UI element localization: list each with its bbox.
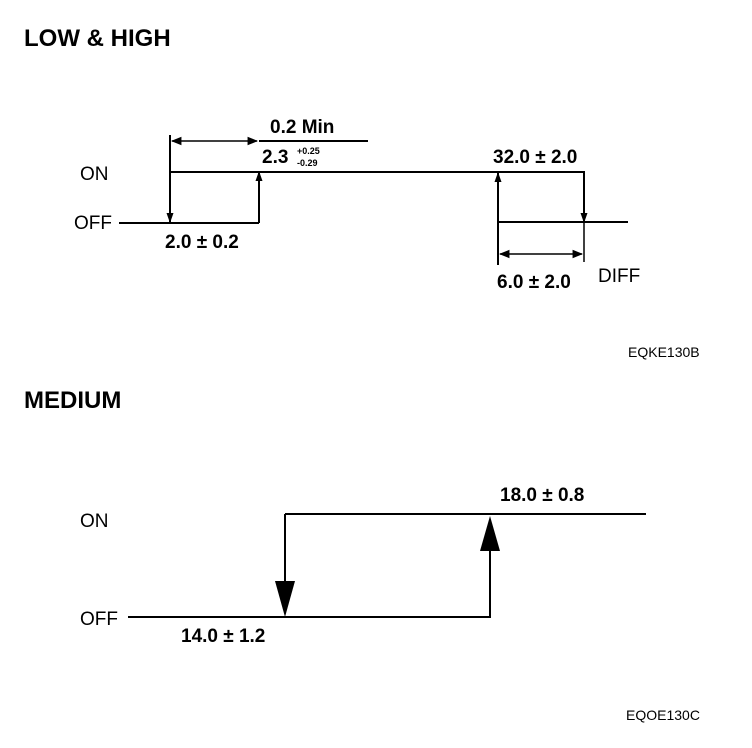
medium-off-point-label: 14.0 ± 1.2 [181,626,265,647]
medium-on-label: ON [80,511,109,532]
min-label: 0.2 Min [270,117,334,138]
medium-figure-code: EQOE130C [626,707,700,723]
medium-off-label: OFF [80,609,118,630]
diff-label: DIFF [598,266,640,287]
high-on-point-label: 32.0 ± 2.0 [493,147,577,168]
low-high-off-label: OFF [74,213,112,234]
medium-title: MEDIUM [24,387,121,414]
on-point-tol-minus: -0.29 [297,158,318,168]
medium-off-line [128,520,491,618]
low-high-on-label: ON [80,164,109,185]
medium-section: MEDIUM ON OFF 18.0 ± 0.8 14.0 ± 1.2 EQOE… [24,387,700,723]
on-point-base: 2.3 [262,147,288,168]
off-point-label: 2.0 ± 0.2 [165,232,239,253]
high-off-arrow [498,171,588,223]
low-high-figure-code: EQKE130B [628,344,700,360]
on-point-tol-plus: +0.25 [297,146,320,156]
low-high-title: LOW & HIGH [24,25,171,52]
medium-on-arrowhead [480,516,500,551]
medium-off-arrowhead [275,581,295,617]
medium-on-point-label: 18.0 ± 0.8 [500,485,584,506]
low-high-section: LOW & HIGH ON OFF 0.2 Min 2.3 +0.25 -0.2… [24,25,700,360]
diff-value-label: 6.0 ± 2.0 [497,272,571,293]
